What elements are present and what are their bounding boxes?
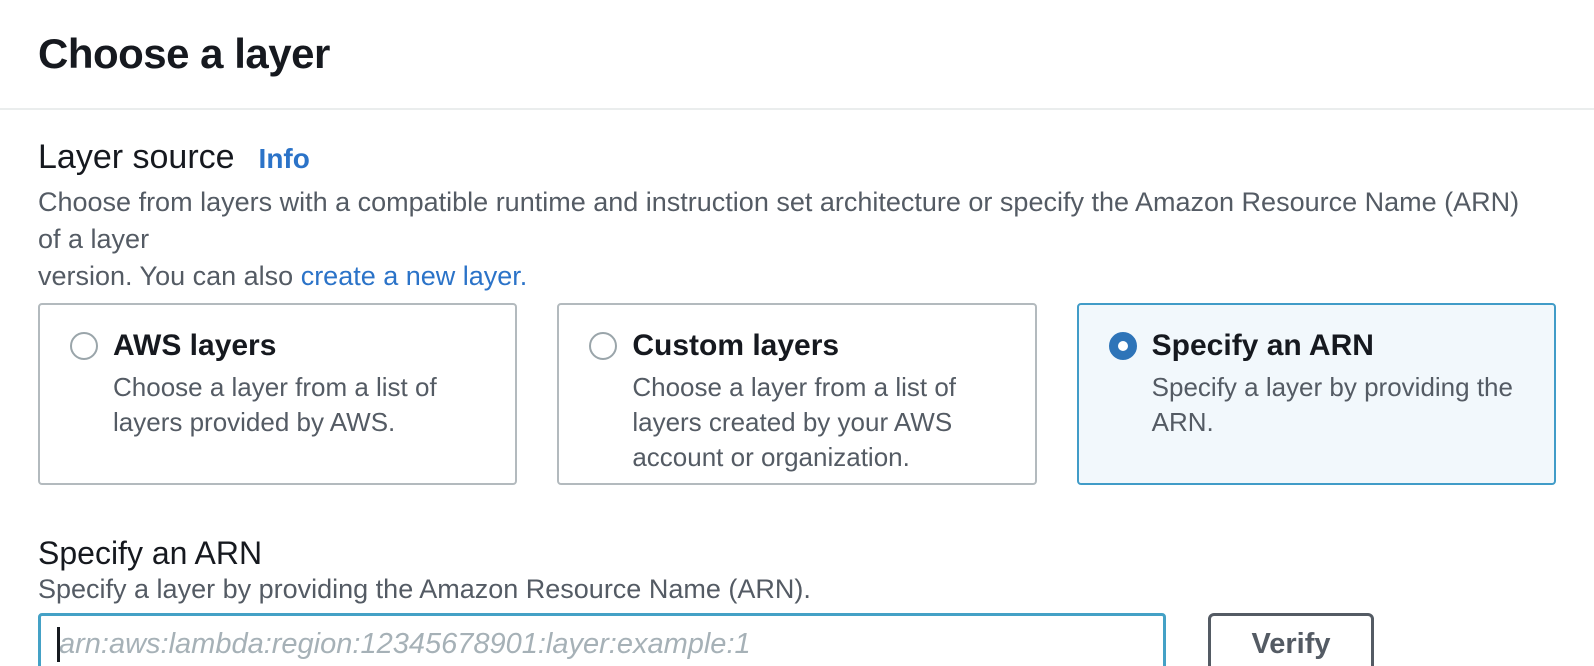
text-cursor: [57, 627, 60, 662]
create-new-layer-link[interactable]: create a new layer.: [300, 261, 528, 291]
layer-source-options: AWS layers Choose a layer from a list of…: [38, 303, 1556, 485]
arn-input[interactable]: [38, 613, 1166, 666]
verify-button[interactable]: Verify: [1208, 613, 1374, 666]
panel-header: Choose a layer: [0, 0, 1594, 110]
option-card-aws-layers[interactable]: AWS layers Choose a layer from a list of…: [38, 303, 518, 485]
choose-layer-content: Layer source Info Choose from layers wit…: [0, 138, 1594, 666]
arn-input-wrapper: [38, 613, 1166, 666]
option-card-specify-arn[interactable]: Specify an ARN Specify a layer by provid…: [1076, 303, 1556, 485]
layer-source-label-row: Layer source Info: [38, 138, 1556, 178]
option-description: Choose a layer from a list of layers cre…: [632, 372, 957, 472]
layer-source-description: Choose from layers with a compatible run…: [38, 184, 1538, 295]
option-title: Specify an ARN: [1151, 329, 1374, 362]
option-description: Choose a layer from a list of layers pro…: [113, 372, 437, 437]
radio-unselected-icon[interactable]: [589, 332, 618, 360]
option-title: Custom layers: [632, 329, 840, 362]
radio-selected-icon[interactable]: [1108, 332, 1137, 360]
specify-arn-heading: Specify an ARN: [38, 535, 263, 571]
option-description: Specify a layer by providing the ARN.: [1151, 372, 1513, 437]
option-card-body: Custom layers Choose a layer from a list…: [632, 327, 1018, 472]
info-link[interactable]: Info: [258, 143, 310, 174]
description-line-2: version. You can also create a new layer…: [38, 258, 1538, 295]
option-title: AWS layers: [113, 329, 277, 362]
page-title: Choose a layer: [38, 30, 330, 77]
option-card-custom-layers[interactable]: Custom layers Choose a layer from a list…: [557, 303, 1037, 485]
option-card-body: Specify an ARN Specify a layer by provid…: [1152, 327, 1538, 461]
description-line-1: Choose from layers with a compatible run…: [38, 187, 1520, 254]
arn-input-row: Verify: [38, 613, 1556, 666]
specify-arn-section: Specify an ARN Specify a layer by provid…: [38, 535, 1556, 666]
layer-source-label: Layer source: [38, 138, 235, 176]
description-line-2-text: version. You can also: [38, 261, 301, 291]
option-card-body: AWS layers Choose a layer from a list of…: [113, 327, 499, 461]
radio-unselected-icon[interactable]: [70, 332, 98, 360]
specify-arn-description: Specify a layer by providing the Amazon …: [38, 574, 811, 604]
